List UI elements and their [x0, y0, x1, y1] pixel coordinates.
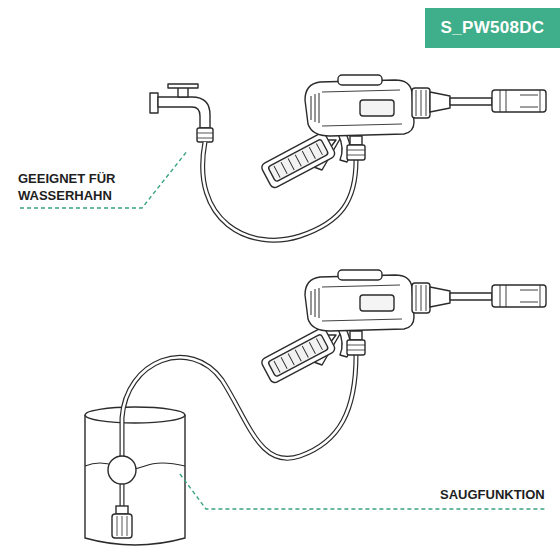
- float-and-filter: [108, 456, 136, 538]
- water-bucket: [85, 407, 185, 545]
- pressure-washer-gun: [260, 270, 546, 384]
- model-badge: S_PW508DC: [425, 8, 560, 48]
- faucet: [150, 84, 213, 142]
- feature-label: SAUGFUNKTION: [440, 486, 552, 503]
- suction-hose: [122, 355, 356, 516]
- model-code: S_PW508DC: [441, 18, 545, 38]
- feature-label: GEEIGNET FÜR WASSERHAHN: [18, 170, 136, 204]
- pressure-washer-gun: [260, 75, 546, 189]
